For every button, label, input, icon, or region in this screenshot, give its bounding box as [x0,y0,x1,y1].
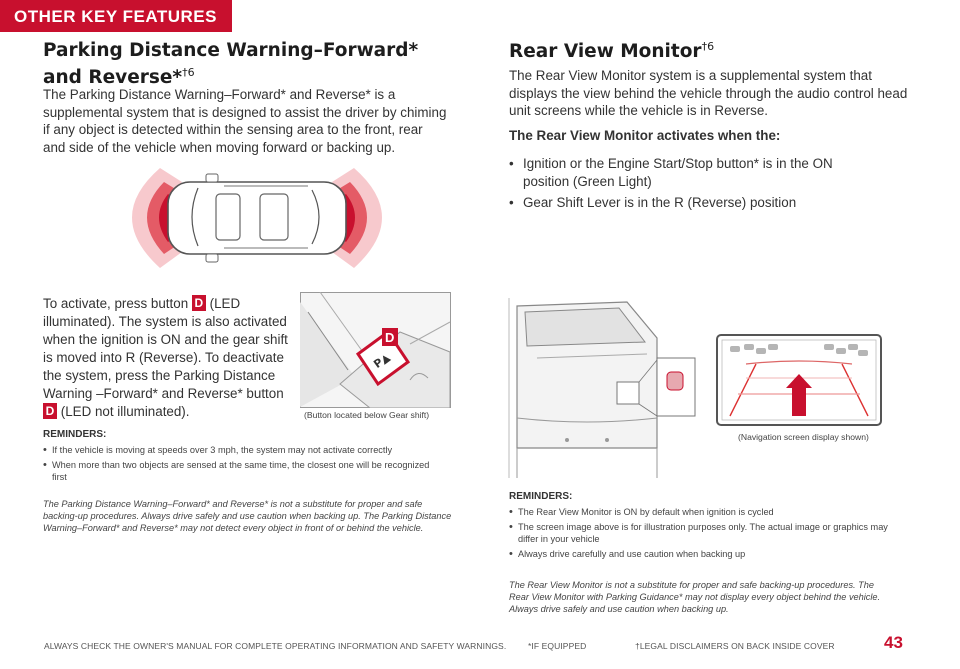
rear-view-monitor-title-text: Rear View Monitor [509,41,702,63]
navigation-screen-illustration [716,334,882,426]
parking-warning-title-sup: †6 [182,66,195,79]
button-caption: (Button located below Gear shift) [304,410,430,420]
condition-item: Ignition or the Engine Start/Stop button… [509,155,879,190]
parking-sensor-illustration [132,168,382,268]
left-reminder-item: If the vehicle is moving at speeds over … [43,444,443,456]
parking-warning-intro: The Parking Distance Warning–Forward* an… [43,87,447,155]
right-reminder-item: The screen image above is for illustrati… [509,521,904,545]
activates-heading: The Rear View Monitor activates when the… [509,128,781,143]
left-reminders-heading: REMINDERS: [43,429,107,440]
activation-text-2: (LED illuminated). The system is also ac… [43,296,288,401]
left-reminders-list: If the vehicle is moving at speeds over … [43,444,443,486]
page-number: 43 [884,633,903,652]
parking-button-illustration: P▲ D [300,292,451,408]
section-tab: OTHER KEY FEATURES [0,0,232,32]
left-disclaimer: The Parking Distance Warning–Forward* an… [43,499,452,533]
condition-item: Gear Shift Lever is in the R (Reverse) p… [509,194,879,212]
activation-conditions: Ignition or the Engine Start/Stop button… [509,155,879,216]
footer-owners-manual: ALWAYS CHECK THE OWNER'S MANUAL FOR COMP… [44,641,507,651]
vehicle-rear-illustration [508,298,696,478]
nav-screen-caption: (Navigation screen display shown) [738,432,869,442]
activation-instructions: To activate, press button D (LED illumin… [43,295,289,421]
footer-if-equipped: *IF EQUIPPED [528,641,587,651]
parking-warning-title: Parking Distance Warning–Forward* and Re… [43,40,418,89]
footer-legal: †LEGAL DISCLAIMERS ON BACK INSIDE COVER [635,641,835,651]
parking-warning-title-line1: Parking Distance Warning–Forward* [43,40,419,61]
rear-view-monitor-title-sup: †6 [701,40,715,53]
activation-text-1: To activate, press button [43,296,189,311]
right-reminders-heading: REMINDERS: [509,491,573,502]
button-d-badge-2: D [43,403,57,419]
right-reminder-item: Always drive carefully and use caution w… [509,548,904,560]
right-reminder-item: The Rear View Monitor is ON by default w… [509,506,904,518]
right-disclaimer: The Rear View Monitor is not a substitut… [509,580,881,614]
left-reminder-item: When more than two objects are sensed at… [43,459,443,483]
button-d-badge: D [191,295,206,311]
rear-view-intro: The Rear View Monitor system is a supple… [509,68,908,118]
parking-warning-title-line2: and Reverse* [43,67,183,89]
activation-text-3: (LED not illuminated). [60,404,190,419]
right-reminders-list: The Rear View Monitor is ON by default w… [509,506,904,563]
button-d-marker: D [385,330,394,345]
rear-view-monitor-title: Rear View Monitor†6 [509,40,714,62]
